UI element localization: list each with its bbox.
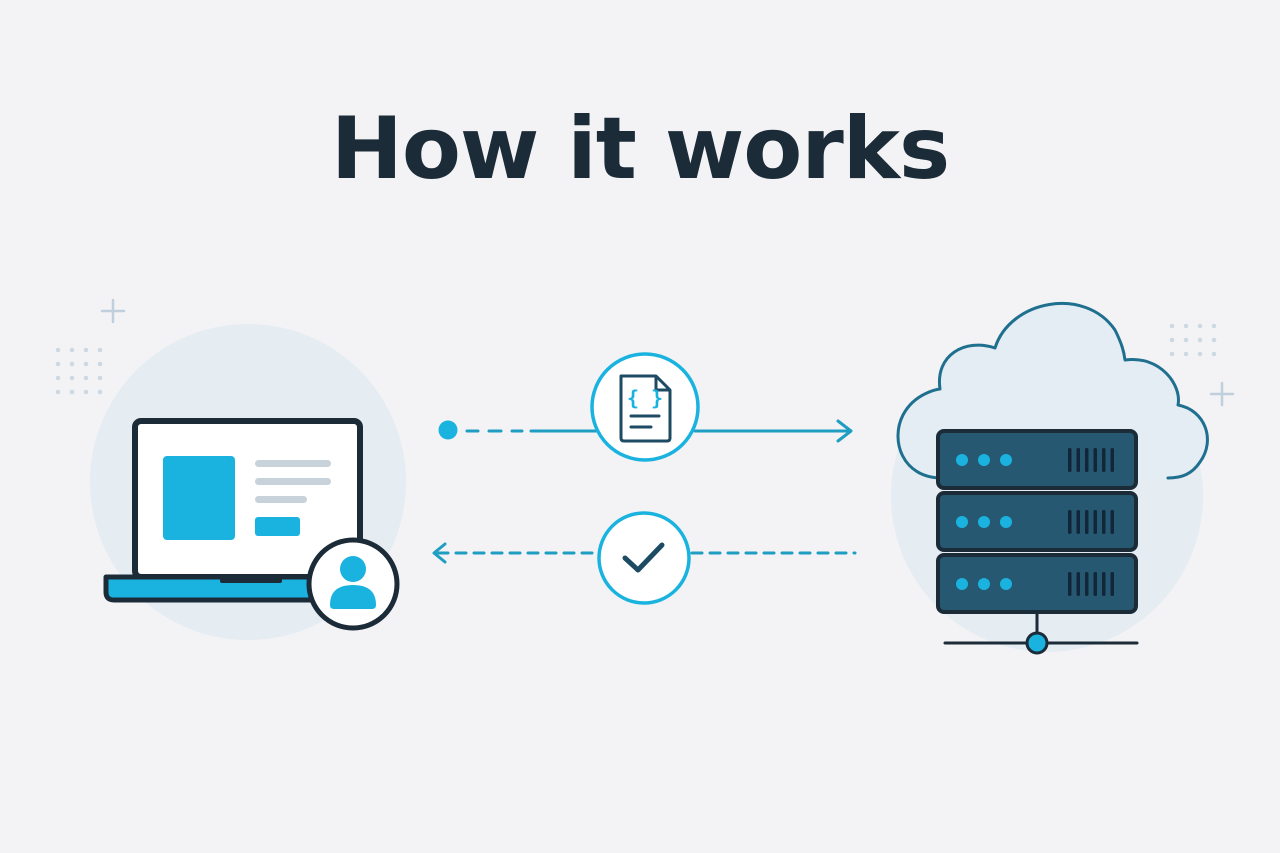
screen-text-line: [255, 460, 331, 467]
vent-slot: [1068, 572, 1072, 596]
request-flow-arrow: [438, 419, 853, 443]
code-file-icon: { }: [590, 352, 700, 462]
checkmark-icon: [597, 511, 691, 605]
status-light: [978, 454, 990, 466]
vent-slot: [1102, 572, 1106, 596]
vent-slot: [1102, 448, 1106, 472]
network-connector: [943, 613, 1139, 655]
vent-slot: [1093, 448, 1097, 472]
vent-slot: [1093, 510, 1097, 534]
status-light: [956, 516, 968, 528]
vent-slot: [1076, 572, 1080, 596]
page-title: How it works: [330, 99, 950, 199]
vent-slot: [1085, 448, 1089, 472]
status-light: [956, 578, 968, 590]
screen-text-line: [255, 496, 307, 503]
vent-slot: [1068, 510, 1072, 534]
decorative-dot-grid: [55, 347, 103, 395]
server-unit: [936, 553, 1138, 614]
vent-slot: [1085, 572, 1089, 596]
code-braces-glyph: { }: [627, 386, 663, 410]
status-light: [1000, 578, 1012, 590]
server-unit: [936, 491, 1138, 552]
server-rack-icon: [936, 429, 1138, 614]
status-light: [1000, 454, 1012, 466]
status-light: [1000, 516, 1012, 528]
response-flow-arrow: [432, 542, 857, 564]
screen-image-block: [163, 456, 235, 540]
status-light: [978, 516, 990, 528]
decorative-dot-grid: [1169, 323, 1217, 357]
screen-text-line: [255, 478, 331, 485]
vent-slot: [1110, 572, 1114, 596]
vent-slot: [1093, 572, 1097, 596]
screen-button-block: [255, 517, 300, 536]
vent-slot: [1076, 510, 1080, 534]
vent-slot: [1102, 510, 1106, 534]
server-unit: [936, 429, 1138, 490]
user-icon: [306, 537, 400, 631]
vent-slot: [1076, 448, 1080, 472]
decorative-plus-icon: [1209, 381, 1235, 407]
status-light: [978, 578, 990, 590]
vent-slot: [1085, 510, 1089, 534]
vent-slot: [1110, 448, 1114, 472]
request-start-dot: [438, 420, 458, 440]
status-light: [956, 454, 968, 466]
vent-slot: [1068, 448, 1072, 472]
vent-slot: [1110, 510, 1114, 534]
decorative-plus-icon: [100, 298, 126, 324]
